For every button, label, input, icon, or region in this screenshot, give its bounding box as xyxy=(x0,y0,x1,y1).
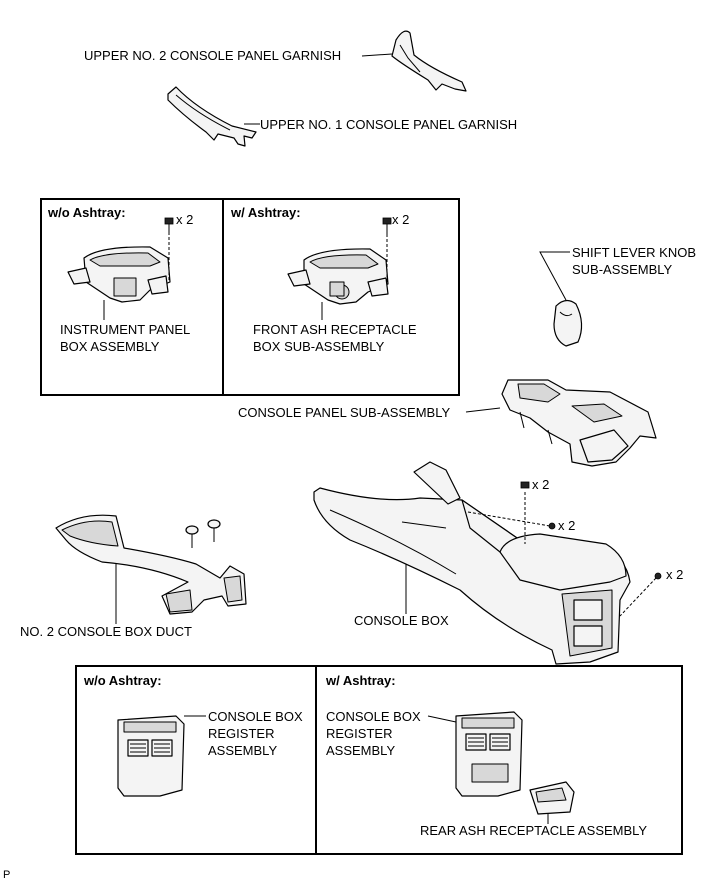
label-console-box: CONSOLE BOX xyxy=(354,613,449,628)
register-with-drawing xyxy=(455,711,523,797)
label-console-panel: CONSOLE PANEL SUB-ASSEMBLY xyxy=(238,405,451,420)
instrument-panel-box-drawing xyxy=(67,217,174,303)
label-register-without: CONSOLE BOX REGISTER ASSEMBLY xyxy=(208,709,303,758)
upper-variant-divider xyxy=(222,198,224,396)
qty-ash-box-screw: x 2 xyxy=(392,212,410,227)
leader-register-with xyxy=(427,715,457,723)
qty-console-side-screw: x 2 xyxy=(558,518,576,533)
lower-with-ashtray-header: w/ Ashtray: xyxy=(326,673,396,688)
leader-console-panel xyxy=(465,407,501,413)
upper-no1-garnish-drawing xyxy=(167,86,257,147)
label-front-ash-receptacle: FRONT ASH RECEPTACLE BOX SUB-ASSEMBLY xyxy=(253,322,417,354)
label-shift-lever-knob: SHIFT LEVER KNOB SUB-ASSEMBLY xyxy=(572,245,697,277)
rear-ash-receptacle-drawing xyxy=(529,781,575,815)
no2-console-box-duct-drawing xyxy=(55,514,247,615)
with-ashtray-header: w/ Ashtray: xyxy=(231,205,301,220)
upper-no2-garnish-drawing xyxy=(391,30,467,92)
front-ash-receptacle-drawing xyxy=(287,217,392,305)
label-upper-no2-garnish: UPPER NO. 2 CONSOLE PANEL GARNISH xyxy=(84,48,342,63)
shift-lever-knob-drawing xyxy=(553,299,583,347)
label-rear-ash-receptacle: REAR ASH RECEPTACLE ASSEMBLY xyxy=(420,823,648,838)
qty-ip-box-screw: x 2 xyxy=(176,212,194,227)
label-register-with: CONSOLE BOX REGISTER ASSEMBLY xyxy=(326,709,421,758)
without-ashtray-header: w/o Ashtray: xyxy=(48,205,126,220)
qty-console-rear-screw: x 2 xyxy=(666,567,684,582)
lower-variant-divider xyxy=(315,665,317,855)
label-instrument-panel-box: INSTRUMENT PANEL BOX ASSEMBLY xyxy=(60,322,191,354)
leader-upper-no2 xyxy=(361,53,393,57)
lower-without-ashtray-header: w/o Ashtray: xyxy=(84,673,162,688)
label-no2-console-box-duct: NO. 2 CONSOLE BOX DUCT xyxy=(20,624,192,639)
label-upper-no1-garnish: UPPER NO. 1 CONSOLE PANEL GARNISH xyxy=(260,117,518,132)
qty-console-top-screw: x 2 xyxy=(532,477,550,492)
leader-shift-knob xyxy=(539,251,570,301)
register-without-drawing xyxy=(117,715,185,797)
console-box-drawing xyxy=(313,461,662,665)
upper-variant-frame xyxy=(40,198,460,396)
figure-code: P xyxy=(3,869,11,881)
console-panel-drawing xyxy=(501,379,657,467)
lower-variant-frame xyxy=(75,665,683,855)
